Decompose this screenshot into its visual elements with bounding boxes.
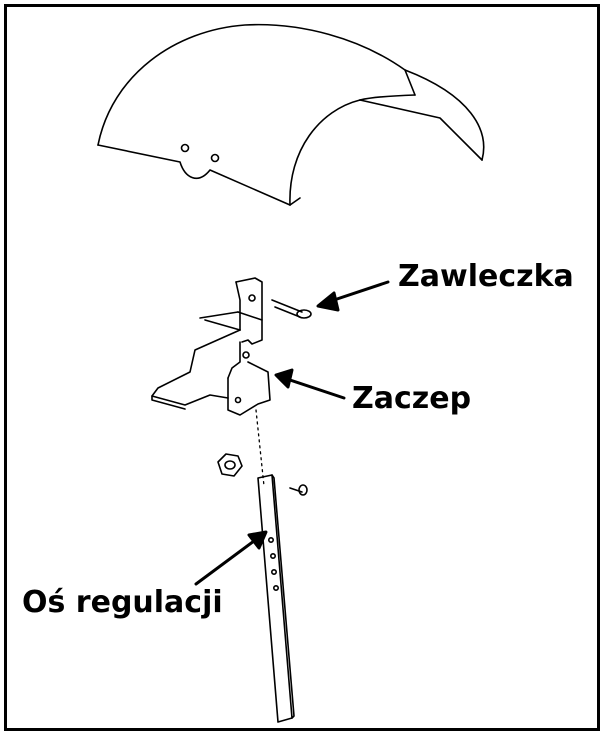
arrow-zawleczka [316, 280, 390, 312]
bolt [289, 484, 308, 496]
label-os-regulacji: Oś regulacji [22, 585, 223, 620]
cotter-pin [271, 299, 312, 319]
hood-cover [97, 23, 485, 206]
callout-arrows [194, 280, 390, 586]
lock-nut [217, 453, 243, 477]
adjustment-bar [257, 474, 295, 723]
alignment-dashed-line [255, 409, 265, 487]
label-zawleczka: Zawleczka [398, 259, 574, 294]
hitch-bracket [151, 277, 271, 416]
arrow-zaczep [274, 368, 346, 400]
arrow-os-regulacji [194, 530, 268, 586]
label-zaczep: Zaczep [352, 381, 472, 416]
